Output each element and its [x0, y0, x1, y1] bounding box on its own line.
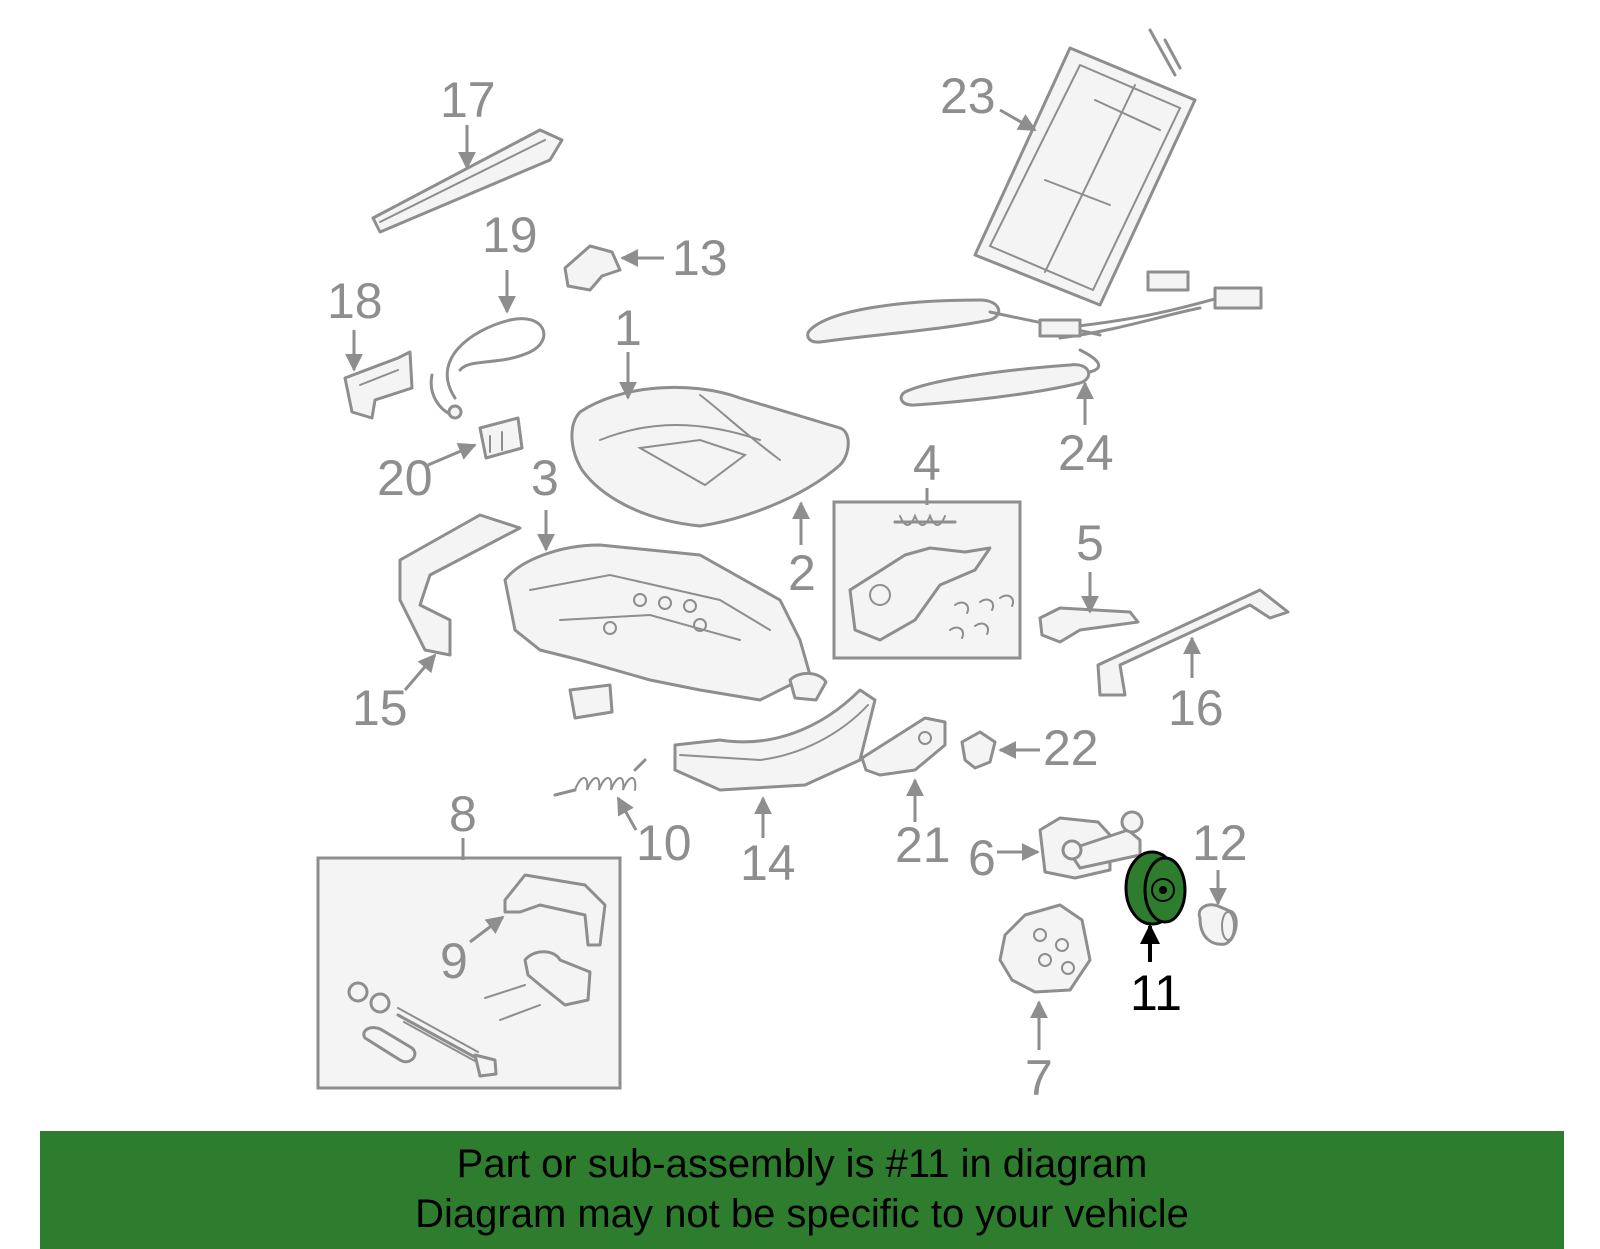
part-17-trim-strip[interactable] [371, 128, 564, 234]
part-6-gear-assembly[interactable] [1038, 810, 1144, 880]
part-14-front-trim[interactable] [673, 688, 877, 792]
callout-12: 12 [1192, 815, 1248, 871]
callout-14: 14 [740, 835, 796, 891]
callout-20: 20 [377, 450, 433, 506]
part-3-seat-frame[interactable] [503, 543, 828, 720]
callout-19: 19 [482, 207, 538, 263]
part-21-plate[interactable] [860, 716, 947, 777]
callout-9: 9 [440, 933, 468, 989]
info-banner: Part or sub-assembly is #11 in diagram D… [40, 1131, 1564, 1249]
callout-2: 2 [788, 545, 816, 601]
leader-15 [403, 653, 437, 691]
banner-line-disclaimer: Diagram may not be specific to your vehi… [415, 1192, 1189, 1236]
callout-23: 23 [940, 68, 996, 124]
part-5-bracket[interactable] [1038, 606, 1140, 644]
callout-22: 22 [1043, 720, 1099, 776]
leader-23 [999, 108, 1037, 132]
leader-10 [616, 796, 638, 831]
banner-line-part: Part or sub-assembly is #11 in diagram [456, 1142, 1148, 1186]
callout-21: 21 [895, 817, 951, 873]
callout-6: 6 [968, 830, 996, 886]
leader-9 [469, 915, 505, 944]
part-8-hardware-kit[interactable] [316, 856, 622, 1090]
callout-15: 15 [352, 680, 408, 736]
part-7-mounting-bracket[interactable] [998, 903, 1092, 994]
callout-5: 5 [1076, 515, 1104, 571]
part-10-spring[interactable] [553, 758, 647, 797]
part-12-bushing[interactable] [1197, 903, 1238, 946]
callout-11: 11 [1130, 965, 1182, 1021]
callout-7: 7 [1025, 1050, 1053, 1106]
part-15-side-panel[interactable] [398, 513, 522, 657]
part-23-heater-mat[interactable] [973, 28, 1197, 307]
part-13-clip[interactable] [563, 244, 622, 292]
part-1-cushion-cover[interactable] [570, 385, 850, 528]
callout-3: 3 [531, 450, 559, 506]
part-16-trim-bar[interactable] [1096, 588, 1290, 697]
callout-8: 8 [449, 786, 477, 842]
callout-18: 18 [327, 273, 383, 329]
callout-24: 24 [1058, 425, 1114, 481]
part-18-bracket[interactable] [343, 350, 414, 420]
leader-20 [427, 443, 477, 467]
part-20-connector[interactable] [478, 416, 524, 460]
part-24-heater-harness[interactable] [806, 270, 1263, 407]
callout-10: 10 [636, 815, 692, 871]
callout-1: 1 [614, 300, 642, 356]
part-4-recliner-kit[interactable] [832, 500, 1022, 660]
part-19-cable[interactable] [429, 317, 546, 420]
part-11-gear-highlighted[interactable] [1124, 850, 1187, 926]
callout-17: 17 [440, 72, 496, 128]
callout-13: 13 [672, 230, 728, 286]
callout-4: 4 [913, 435, 941, 491]
part-22-cap[interactable] [960, 730, 997, 770]
callout-16: 16 [1168, 680, 1224, 736]
